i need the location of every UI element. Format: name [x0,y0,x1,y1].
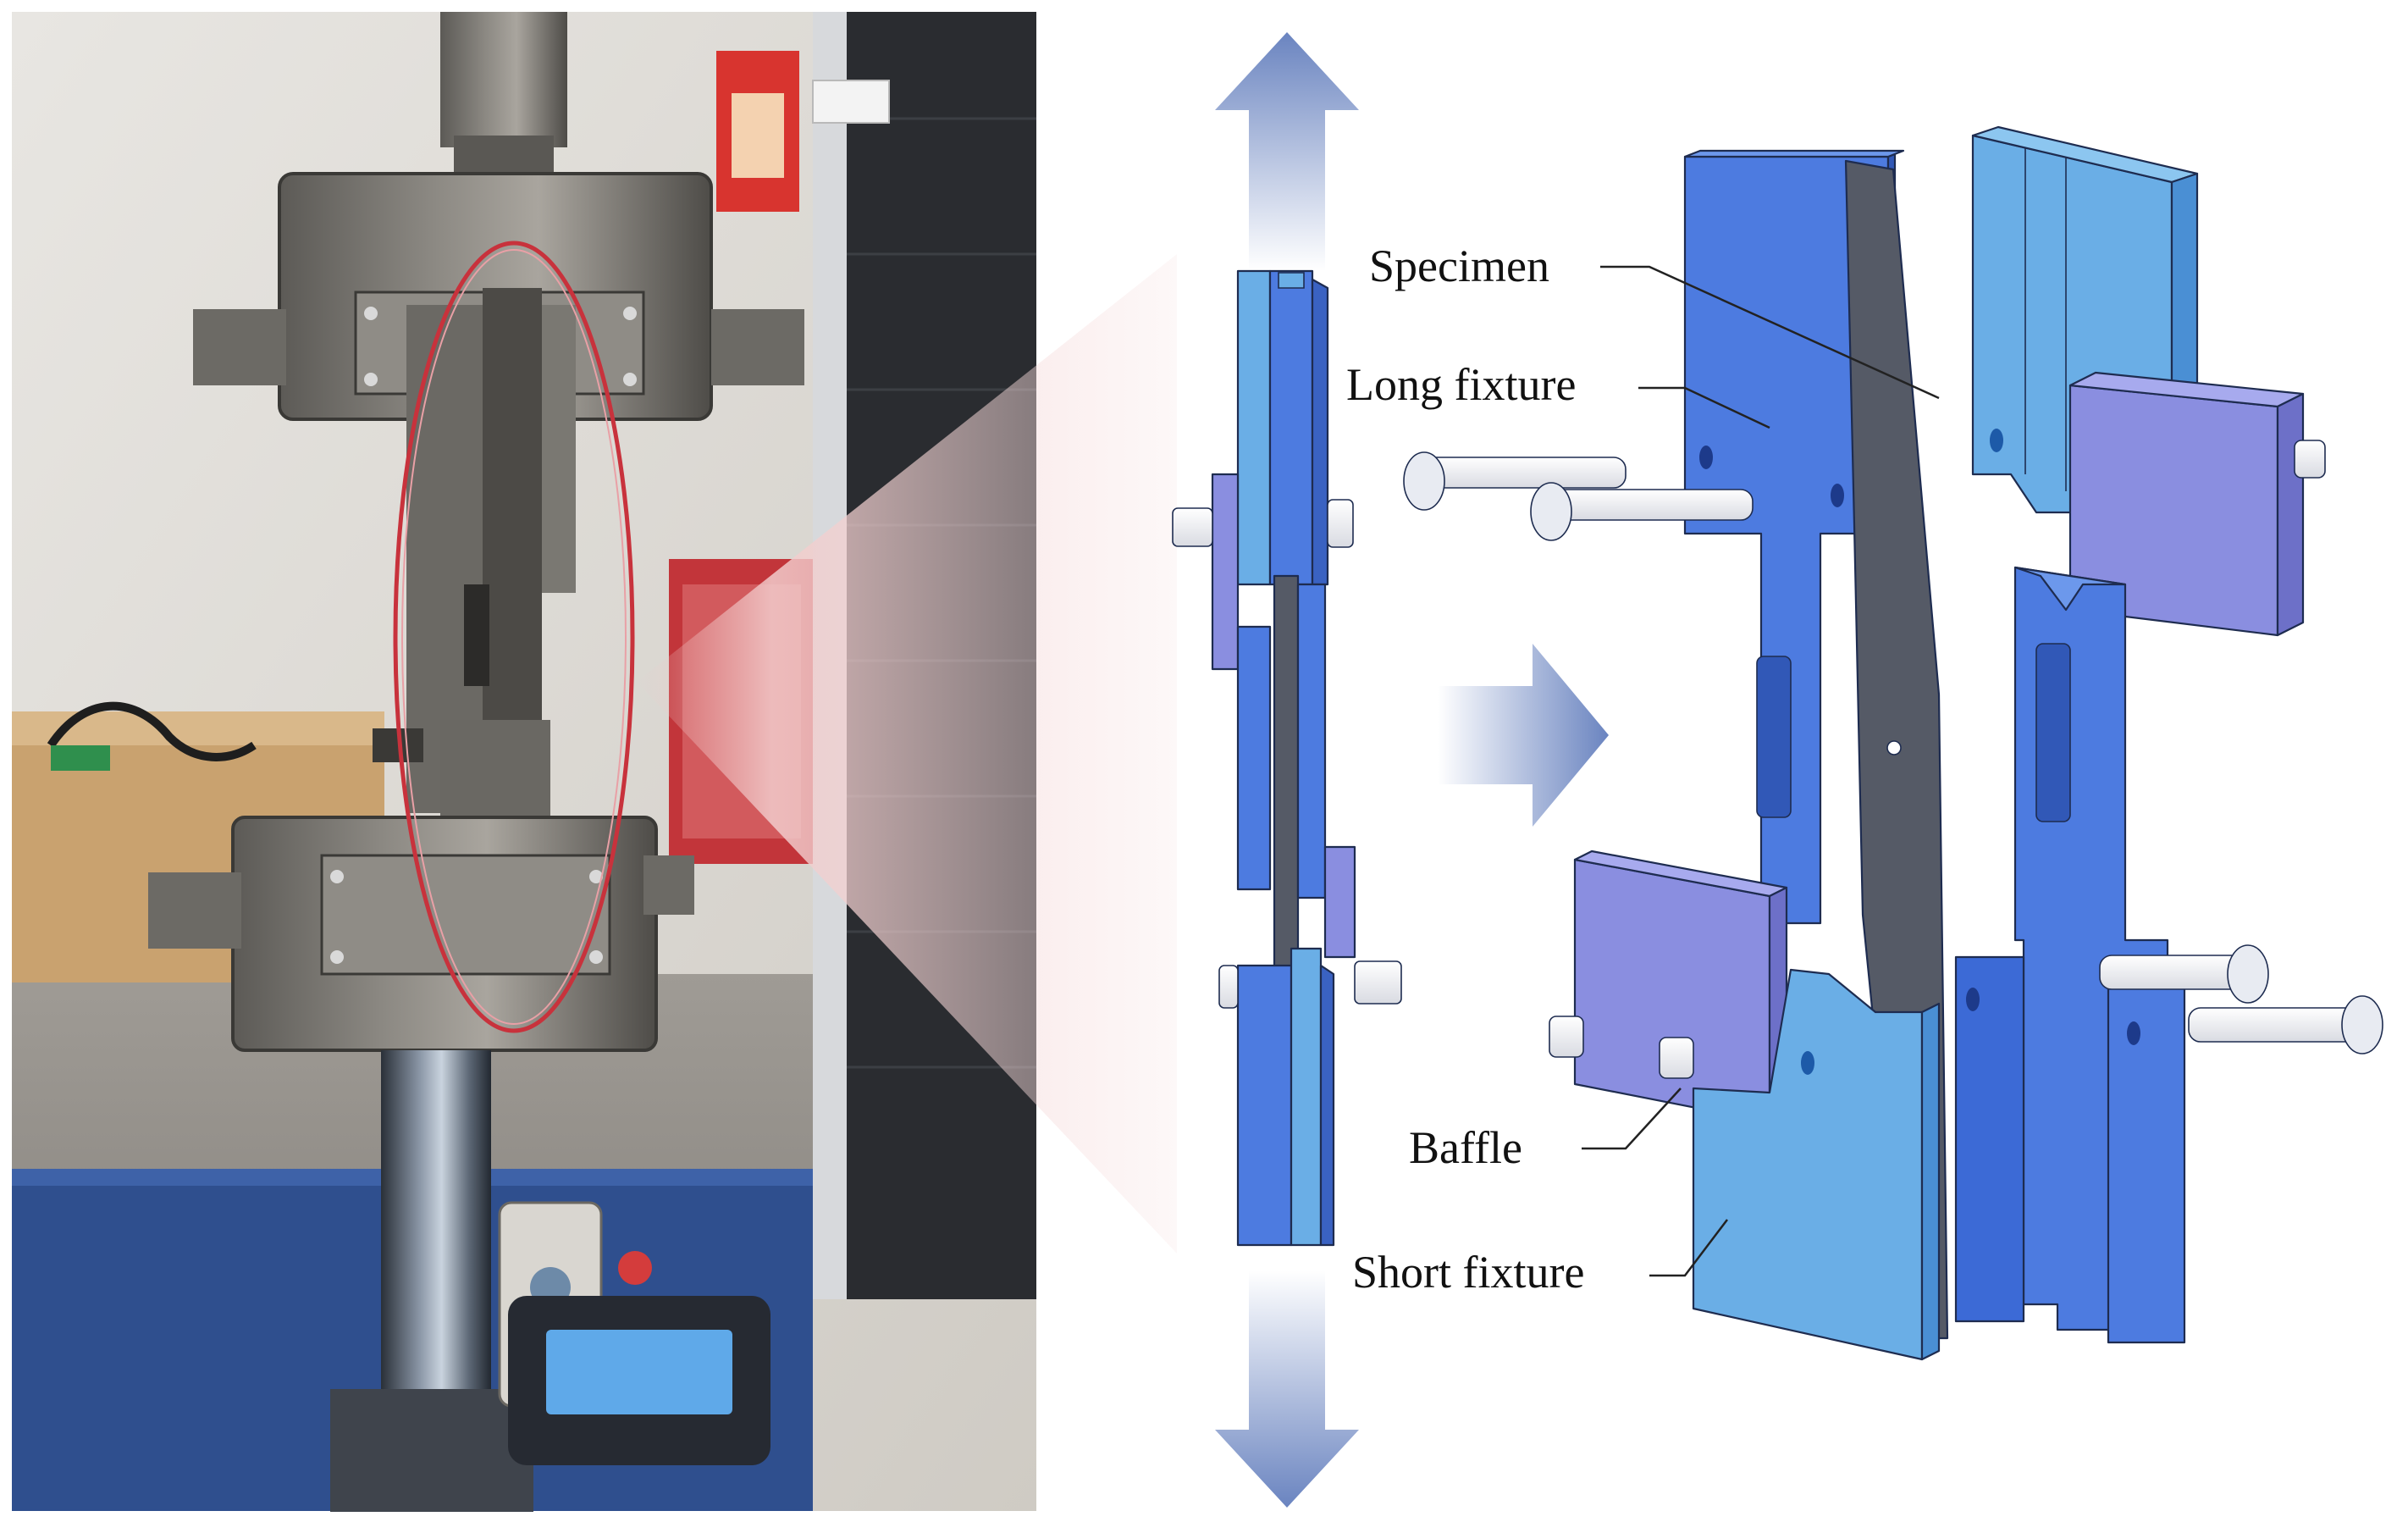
assembled-fixture-view [1172,32,1402,1508]
lower-short-fixture [1692,968,1941,1361]
callout-long-fixture: Long fixture [1346,359,1770,429]
explode-arrow-icon [1438,644,1609,827]
short-fixture-label: Short fixture [1352,1247,1584,1298]
baffle-label: Baffle [1409,1122,1522,1173]
highlight-ellipse [393,241,635,1033]
callout-baffle: Baffle [1409,1088,1682,1173]
upper-pins [1403,440,2326,541]
callout-specimen: Specimen [1369,241,1940,400]
specimen-label: Specimen [1369,241,1549,291]
load-direction-arrow-icon [1215,32,1359,1508]
zoom-cone [637,254,1177,1254]
callout-short-fixture: Short fixture [1352,1219,1728,1298]
lower-long-fixture [1954,566,2186,1344]
exploded-fixture-view [1403,125,2383,1361]
long-fixture-label: Long fixture [1346,359,1576,410]
lower-baffle [1573,858,1771,1124]
lower-pins [2099,944,2383,1054]
